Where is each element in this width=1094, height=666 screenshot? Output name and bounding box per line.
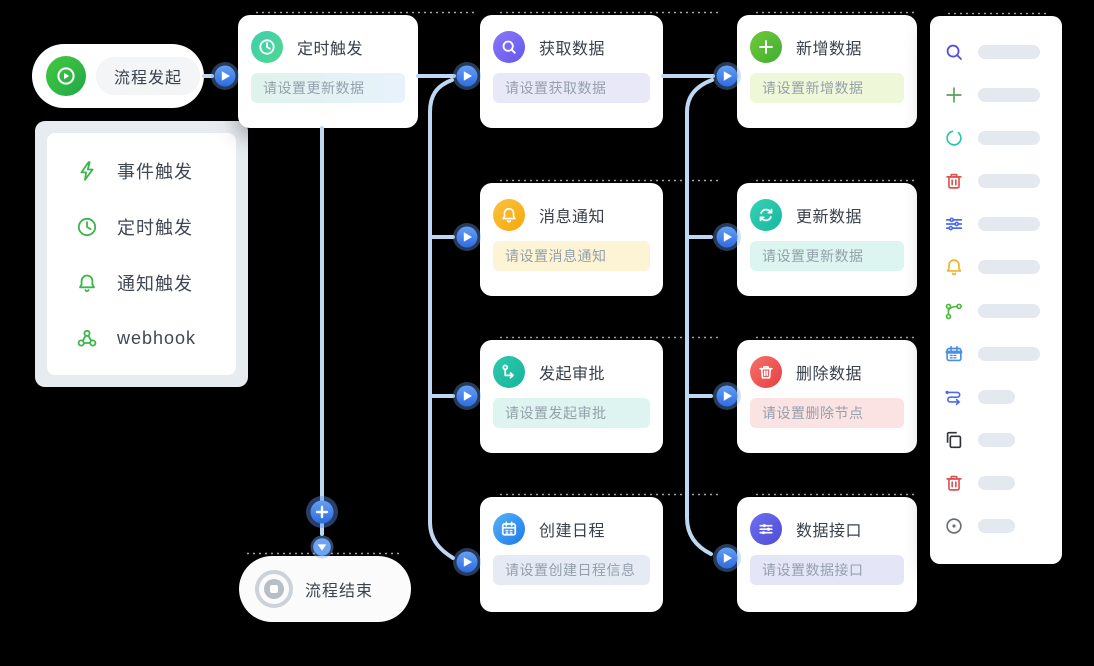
skeleton-bar [978, 519, 1015, 534]
trigger-menu-list: 事件触发 定时触发 通知触发 [47, 133, 236, 375]
sync-icon [750, 199, 782, 231]
menu-item-label: 通知触发 [117, 274, 193, 294]
node-title: 发起审批 [539, 366, 606, 383]
node-title: 创建日程 [539, 523, 606, 540]
node-title: 定时触发 [297, 41, 364, 58]
skeleton-bar [978, 217, 1040, 232]
palette-row-branch[interactable] [930, 299, 1062, 323]
node-card-update-data[interactable]: 更新数据 请设置更新数据 [737, 183, 917, 296]
start-pill-label: 流程发起 [114, 70, 183, 87]
menu-item-label: 事件触发 [117, 162, 193, 182]
node-card-fetch-data[interactable]: 获取数据 请设置获取数据 [480, 15, 663, 128]
menu-item-event-trigger[interactable]: 事件触发 [47, 158, 236, 184]
trash-icon [942, 169, 966, 193]
trash-icon [750, 356, 782, 388]
node-card-message-notify[interactable]: 消息通知 请设置消息通知 [480, 183, 663, 296]
node-title: 消息通知 [539, 209, 606, 226]
skeleton-bar [978, 303, 1040, 318]
node-title: 获取数据 [539, 41, 606, 58]
trigger-menu: 事件触发 定时触发 通知触发 [35, 121, 248, 387]
node-subtitle: 请设置发起审批 [493, 398, 650, 428]
skeleton-bar [978, 130, 1040, 145]
skeleton-bar [978, 432, 1015, 447]
palette-row-schedule[interactable] [930, 342, 1062, 366]
calendar-icon [942, 342, 966, 366]
node-card-delete-data[interactable]: 删除数据 请设置删除节点 [737, 340, 917, 453]
connector-lines [202, 74, 715, 560]
calendar-icon [493, 513, 525, 545]
node-subtitle: 请设置更新数据 [251, 73, 405, 103]
palette-row-route[interactable] [930, 385, 1062, 409]
menu-item-notify-trigger[interactable]: 通知触发 [47, 270, 236, 296]
copy-icon [942, 428, 966, 452]
palette-row-copy[interactable] [930, 428, 1062, 452]
node-card-start-approval[interactable]: 发起审批 请设置发起审批 [480, 340, 663, 453]
skeleton-bar [978, 346, 1040, 361]
plus-icon [942, 83, 966, 107]
palette-row-delete[interactable] [930, 169, 1062, 193]
node-palette-sidebar [930, 16, 1062, 564]
connector-arrows [211, 62, 741, 576]
node-title: 数据接口 [796, 523, 863, 540]
node-subtitle: 请设置新增数据 [750, 73, 904, 103]
branch-icon [942, 299, 966, 323]
plus-icon [750, 31, 782, 63]
node-subtitle: 请设置更新数据 [750, 241, 904, 271]
target-icon [942, 514, 966, 538]
palette-row-remove[interactable] [930, 471, 1062, 495]
menu-item-timer-trigger[interactable]: 定时触发 [47, 214, 236, 240]
approval-flow-icon [493, 356, 525, 388]
end-pill-label: 流程结束 [305, 583, 374, 600]
skeleton-bar [978, 44, 1040, 59]
skeleton-bar [978, 476, 1015, 491]
node-title: 新增数据 [796, 41, 863, 58]
node-subtitle: 请设置创建日程信息 [493, 555, 650, 585]
menu-item-label: webhook [117, 327, 197, 348]
circle-icon [942, 126, 966, 150]
node-subtitle: 请设置获取数据 [493, 73, 650, 103]
bell-icon [493, 199, 525, 231]
node-title: 删除数据 [796, 366, 863, 383]
node-card-add-data[interactable]: 新增数据 请设置新增数据 [737, 15, 917, 128]
route-icon [942, 385, 966, 409]
skeleton-bar [978, 87, 1040, 102]
start-pill[interactable]: 流程发起 [32, 44, 204, 108]
node-subtitle: 请设置数据接口 [750, 555, 904, 585]
node-title: 更新数据 [796, 209, 863, 226]
clock-icon [251, 31, 283, 63]
search-icon [493, 31, 525, 63]
palette-row-filters[interactable] [930, 212, 1062, 236]
palette-row-loop[interactable] [930, 126, 1062, 150]
stop-record-icon [255, 570, 293, 608]
palette-row-search[interactable] [930, 40, 1062, 64]
palette-row-add[interactable] [930, 83, 1062, 107]
play-circle-icon [46, 56, 86, 96]
clock-icon [75, 215, 99, 239]
bell-icon [942, 255, 966, 279]
menu-item-webhook[interactable]: webhook [47, 326, 236, 350]
sliders-icon [750, 513, 782, 545]
trash-icon [942, 471, 966, 495]
add-node-button[interactable] [306, 496, 338, 528]
skeleton-bar [978, 260, 1040, 275]
node-card-data-api[interactable]: 数据接口 请设置数据接口 [737, 497, 917, 612]
skeleton-bar [978, 174, 1040, 189]
node-card-timer-trigger[interactable]: 定时触发 请设置更新数据 [238, 15, 418, 128]
end-pill[interactable]: 流程结束 [239, 556, 411, 622]
webhook-icon [75, 326, 99, 350]
sliders-icon [942, 212, 966, 236]
search-icon [942, 40, 966, 64]
menu-item-label: 定时触发 [117, 218, 193, 238]
lightning-icon [75, 159, 99, 183]
start-pill-label-bg: 流程发起 [96, 57, 201, 95]
node-subtitle: 请设置删除节点 [750, 398, 904, 428]
skeleton-bar [978, 389, 1015, 404]
palette-row-notify[interactable] [930, 255, 1062, 279]
palette-row-end[interactable] [930, 514, 1062, 538]
node-subtitle: 请设置消息通知 [493, 241, 650, 271]
node-card-create-schedule[interactable]: 创建日程 请设置创建日程信息 [480, 497, 663, 612]
bell-icon [75, 271, 99, 295]
